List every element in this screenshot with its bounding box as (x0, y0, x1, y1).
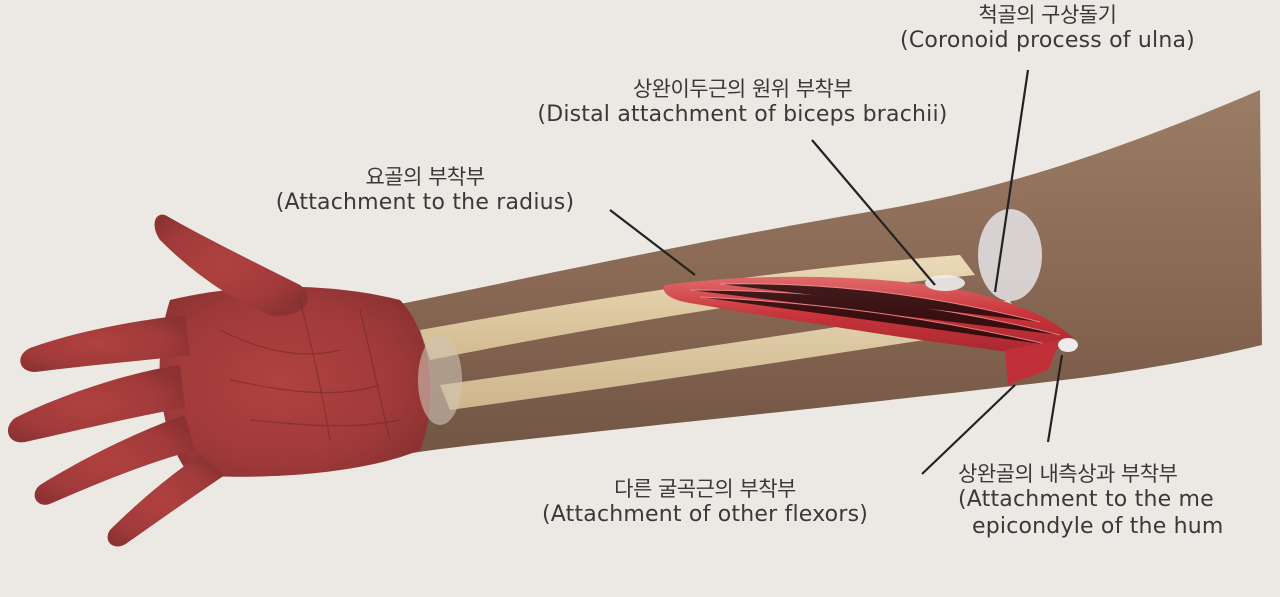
leader-line-radius (609, 209, 696, 276)
label-medial-epicondyle: 상완골의 내측상과 부착부 (Attachment to the me epic… (958, 462, 1280, 540)
label-biceps-ko: 상완이두근의 원위 부착부 (632, 77, 853, 101)
label-coronoid-en: (Coronoid process of ulna) (900, 28, 1195, 54)
label-coronoid-ko: 척골의 구상돌기 (978, 3, 1117, 27)
biceps-attachment-spot (925, 275, 965, 291)
label-radius-ko: 요골의 부착부 (365, 165, 485, 189)
muscle-fibers (689, 283, 1061, 346)
wrist-joint (418, 335, 462, 425)
label-other-flexors-ko: 다른 굴곡근의 부착부 (614, 477, 796, 501)
label-other-flexors-en: (Attachment of other flexors) (541, 502, 869, 528)
label-radius-attachment: 요골의 부착부 (Attachment to the radius) (245, 165, 605, 217)
leader-lines (609, 69, 1064, 475)
leader-line-medial-epicondyle (1046, 354, 1064, 443)
label-radius-en: (Attachment to the radius) (275, 190, 575, 216)
leader-line-other-flexors (921, 384, 1016, 475)
hand-veins (219, 299, 401, 441)
label-medial-epicondyle-ko: 상완골의 내측상과 부착부 (958, 462, 1178, 486)
leader-line-coronoid (993, 69, 1030, 293)
medial-epicondyle-spot (1058, 338, 1078, 352)
label-biceps-attachment: 상완이두근의 원위 부착부 (Distal attachment of bice… (495, 77, 990, 129)
flexor-tendon-slip (1005, 340, 1060, 385)
label-coronoid-process: 척골의 구상돌기 (Coronoid process of ulna) (855, 3, 1240, 55)
label-medial-epicondyle-en-2: epicondyle of the hum (972, 513, 1224, 539)
leader-line-biceps (811, 139, 936, 286)
label-medial-epicondyle-en-1: (Attachment to the me (958, 487, 1214, 513)
hand (7, 214, 431, 547)
elbow-joint (978, 209, 1042, 301)
label-biceps-en: (Distal attachment of biceps brachii) (537, 102, 948, 128)
label-other-flexors: 다른 굴곡근의 부착부 (Attachment of other flexors… (495, 477, 915, 529)
